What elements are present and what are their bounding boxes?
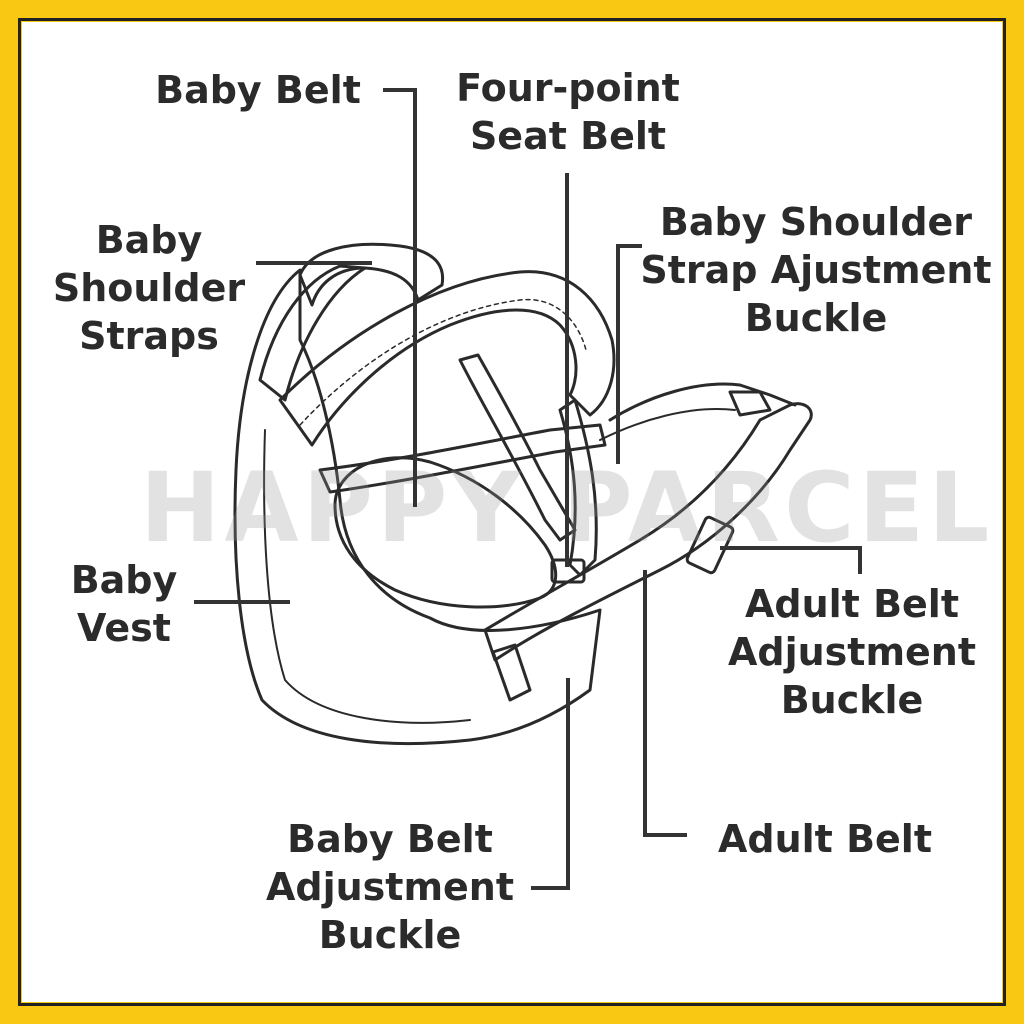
left-shoulder-strap bbox=[298, 242, 445, 307]
label-adult-belt-buckle: Adult Belt Adjustment Buckle bbox=[727, 582, 977, 722]
adult-belt bbox=[483, 402, 813, 662]
main-shoulder-strap bbox=[278, 270, 616, 447]
leader-adult-belt bbox=[643, 570, 687, 837]
adult-belt-tail-2 bbox=[599, 408, 736, 441]
label-baby-belt: Baby Belt bbox=[155, 68, 361, 112]
leader-baby-belt bbox=[383, 88, 417, 507]
adult-belt-buckle bbox=[685, 515, 735, 575]
vest-seam bbox=[263, 429, 471, 724]
leader-baby-belt-buckle bbox=[531, 678, 570, 890]
harness-strap-right bbox=[558, 398, 598, 577]
leader-adult-belt-buckle bbox=[720, 546, 862, 574]
label-baby-vest: Baby Vest bbox=[70, 558, 178, 650]
adult-belt-tail bbox=[608, 382, 797, 422]
label-adult-belt: Adult Belt bbox=[717, 817, 932, 861]
harness-strap-left bbox=[458, 353, 577, 542]
label-four-point-seat-belt: Four-point Seat Belt bbox=[456, 66, 680, 158]
label-baby-belt-buckle: Baby Belt Adjustment Buckle bbox=[265, 817, 515, 957]
leader-shoulder-strap-buckle bbox=[616, 244, 642, 464]
watermark: HAPPY PARCEL bbox=[140, 452, 994, 564]
buckle-clip bbox=[728, 390, 772, 417]
label-shoulder-strap-buckle: Baby Shoulder Strap Ajustment Buckle bbox=[640, 200, 992, 340]
seat-opening bbox=[333, 456, 558, 609]
vest-outline bbox=[233, 268, 602, 746]
inner-border bbox=[18, 18, 1006, 1006]
left-strap-band bbox=[258, 264, 367, 402]
label-baby-shoulder-straps: Baby Shoulder Straps bbox=[52, 218, 246, 358]
belt-end bbox=[491, 643, 532, 702]
baby-belt-band bbox=[318, 423, 607, 494]
